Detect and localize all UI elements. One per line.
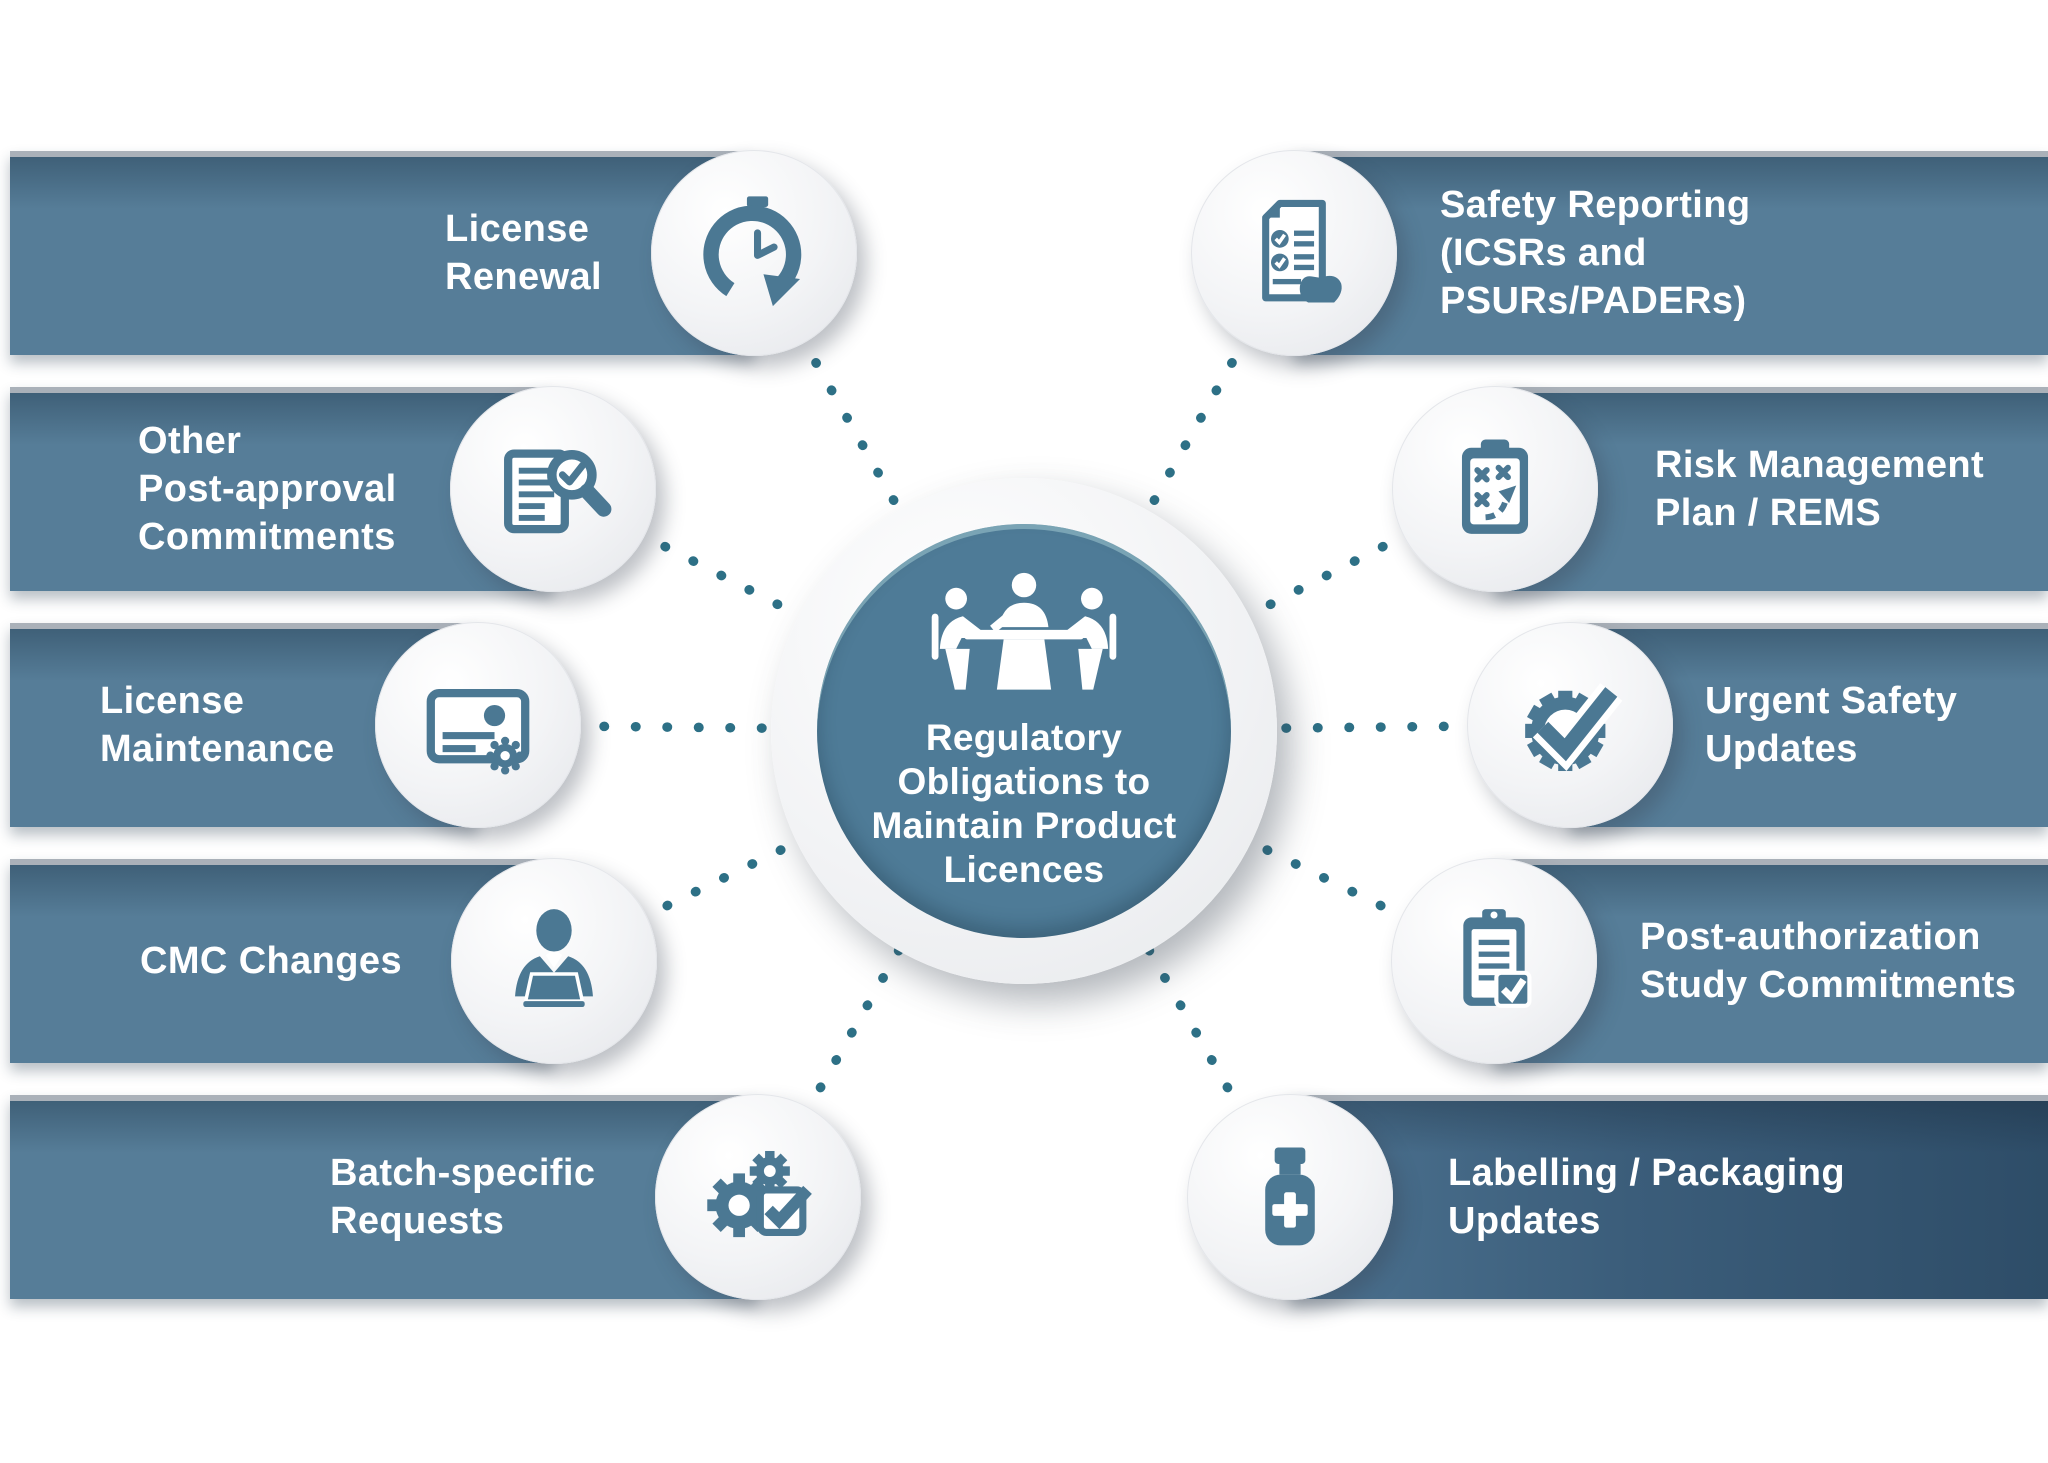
bar-license-renewal bbox=[10, 151, 754, 355]
meeting-table-icon bbox=[929, 570, 1119, 706]
label-urgent-safety-updates: Urgent Safety Updates bbox=[1705, 680, 1958, 770]
center-title: Regulatory Obligations to Maintain Produ… bbox=[871, 717, 1177, 890]
circle-license-maintenance bbox=[375, 622, 581, 828]
label-license-maintenance: License Maintenance bbox=[100, 680, 335, 770]
gears-checkbox-icon bbox=[699, 1138, 817, 1256]
bar-labelling-packaging-updates bbox=[1290, 1095, 2048, 1299]
label-cmc-changes: CMC Changes bbox=[140, 940, 402, 982]
bar-safety-reporting bbox=[1294, 151, 2048, 355]
label-other-post-approval-commitments: Other Post-approval Commitments bbox=[138, 420, 397, 558]
circle-batch-specific-requests bbox=[655, 1094, 861, 1300]
renewal-stopwatch-icon bbox=[695, 194, 813, 312]
label-post-authorization-study-commitments: Post-authorization Study Commitments bbox=[1640, 916, 2017, 1006]
label-license-renewal: License Renewal bbox=[445, 208, 602, 298]
person-laptop-icon bbox=[495, 902, 613, 1020]
label-risk-management-plan: Risk Management Plan / REMS bbox=[1655, 444, 1985, 534]
clipboard-checklist-icon bbox=[1435, 902, 1553, 1020]
center-hub: Regulatory Obligations to Maintain Produ… bbox=[817, 524, 1231, 938]
circle-cmc-changes bbox=[451, 858, 657, 1064]
circle-safety-reporting bbox=[1191, 150, 1397, 356]
label-batch-specific-requests: Batch-specific Requests bbox=[330, 1152, 596, 1242]
circle-risk-management-plan bbox=[1392, 386, 1598, 592]
bar-batch-specific-requests bbox=[10, 1095, 758, 1299]
circle-license-renewal bbox=[651, 150, 857, 356]
label-safety-reporting: Safety Reporting (ICSRs and PSURs/PADERs… bbox=[1440, 184, 1751, 322]
circle-labelling-packaging-updates bbox=[1187, 1094, 1393, 1300]
checklist-hand-icon bbox=[1235, 194, 1353, 312]
document-magnifier-icon bbox=[494, 430, 612, 548]
label-labelling-packaging-updates: Labelling / Packaging Updates bbox=[1448, 1152, 1845, 1242]
circle-other-post-approval-commitments bbox=[450, 386, 656, 592]
medicine-bottle-icon bbox=[1231, 1138, 1349, 1256]
center-hub-ring: Regulatory Obligations to Maintain Produ… bbox=[771, 478, 1277, 984]
gear-checkmark-icon bbox=[1511, 666, 1629, 784]
license-certificate-icon bbox=[419, 666, 537, 784]
circle-urgent-safety-updates bbox=[1467, 622, 1673, 828]
clipboard-strategy-icon bbox=[1436, 430, 1554, 548]
circle-post-authorization-study-commitments bbox=[1391, 858, 1597, 1064]
